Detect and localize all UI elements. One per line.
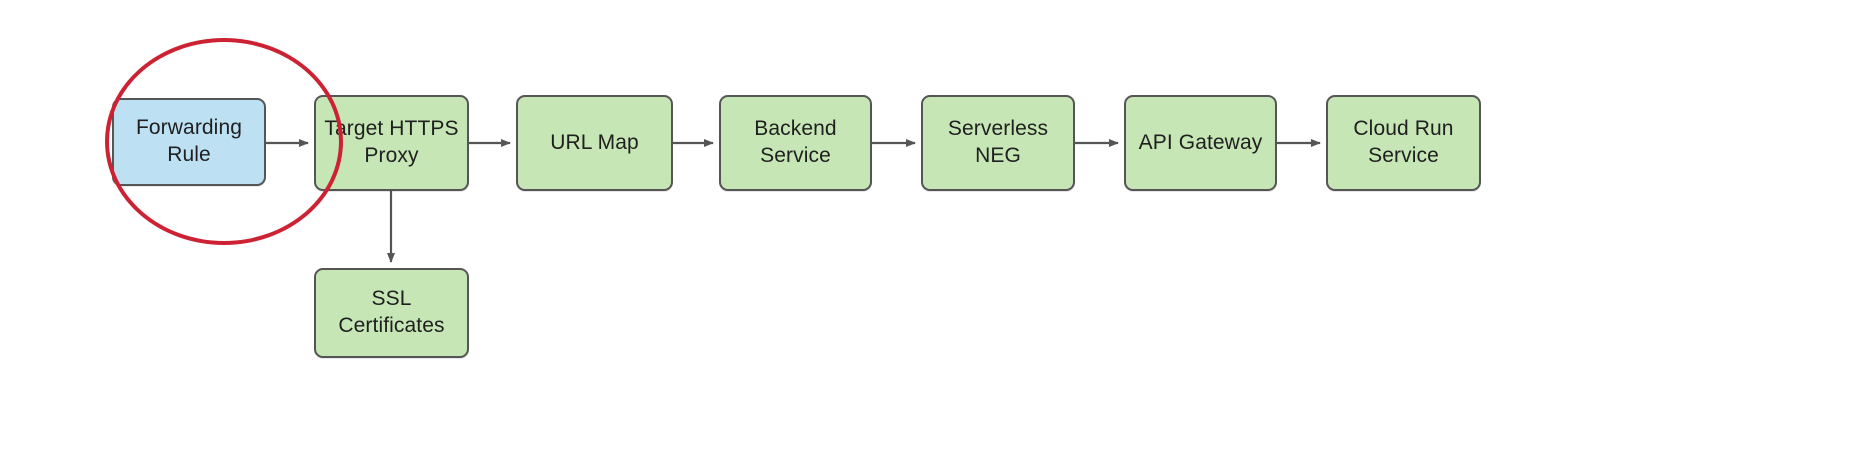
node-url-map-label: URL Map xyxy=(550,130,639,154)
node-serverless-neg-label: Serverless NEG xyxy=(947,117,1049,167)
node-target-https-proxy-label: Target HTTPS Proxy xyxy=(324,117,459,167)
node-backend-service[interactable]: Backend Service xyxy=(719,95,872,191)
node-cloud-run-service[interactable]: Cloud Run Service xyxy=(1326,95,1481,191)
node-ssl-certificates-label: SSL Certificates xyxy=(338,287,445,337)
node-cloud-run-service-label: Cloud Run Service xyxy=(1353,117,1454,167)
node-url-map[interactable]: URL Map xyxy=(516,95,673,191)
node-forwarding-rule[interactable]: Forwarding Rule xyxy=(112,98,266,186)
node-backend-service-label: Backend Service xyxy=(754,117,837,167)
node-target-https-proxy[interactable]: Target HTTPS Proxy xyxy=(314,95,469,191)
node-api-gateway-label: API Gateway xyxy=(1138,130,1263,154)
node-forwarding-rule-label: Forwarding Rule xyxy=(135,116,243,166)
node-serverless-neg[interactable]: Serverless NEG xyxy=(921,95,1075,191)
node-ssl-certificates[interactable]: SSL Certificates xyxy=(314,268,469,358)
node-api-gateway[interactable]: API Gateway xyxy=(1124,95,1277,191)
